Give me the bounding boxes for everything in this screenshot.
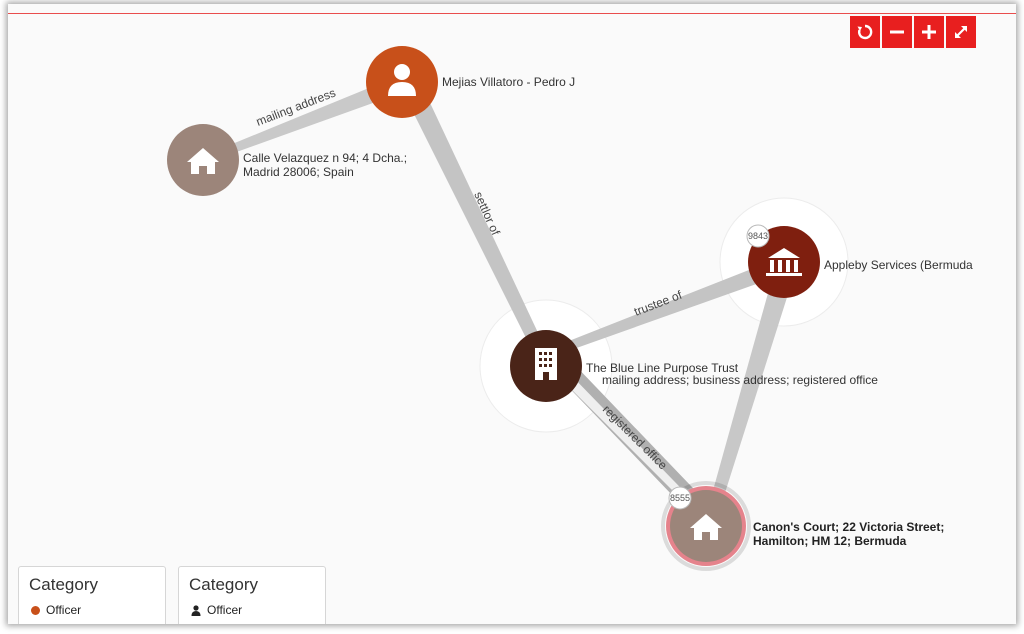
graph-canvas[interactable]: mailing address settlor of trustee of re… — [8, 4, 1016, 624]
intermediary-badge — [746, 224, 770, 248]
node-entity[interactable] — [510, 330, 582, 402]
officer-color-dot — [31, 605, 40, 615]
fullscreen-button[interactable] — [946, 16, 976, 48]
bank-icon — [766, 248, 802, 276]
node-address-madrid[interactable] — [167, 124, 239, 196]
legend-item-label: Officer — [207, 603, 243, 617]
node-label-entity: The Blue Line Purpose Trust — [586, 361, 739, 375]
reset-icon — [857, 24, 873, 40]
node-label-madrid-line1: Calle Velazquez n 94; 4 Dcha.; — [243, 151, 407, 165]
expand-icon — [955, 26, 967, 38]
plus-icon — [922, 25, 936, 39]
address-bermuda-badge — [668, 486, 692, 510]
node-officer[interactable] — [366, 46, 438, 118]
legend-category-color: Category Officer — [18, 566, 166, 624]
zoom-out-button[interactable] — [882, 16, 912, 48]
node-label-intermediary: Appleby Services (Bermuda — [824, 258, 973, 272]
minus-icon — [890, 30, 904, 34]
node-sublabel-entity: mailing address; business address; regis… — [602, 373, 878, 387]
edge-mailing-address[interactable] — [203, 76, 398, 164]
reset-button[interactable] — [850, 16, 880, 48]
zoom-in-button[interactable] — [914, 16, 944, 48]
person-icon — [191, 604, 201, 616]
person-icon — [388, 64, 416, 96]
legend-title: Category — [189, 575, 258, 594]
node-label-bermuda-line2: Hamilton; HM 12; Bermuda — [753, 534, 907, 548]
legend-category-icon: Category Officer — [178, 566, 326, 624]
intermediary-badge-text: 9843 — [748, 231, 768, 241]
node-label-officer: Mejias Villatoro - Pedro J — [442, 75, 575, 89]
top-border-line — [8, 13, 1016, 14]
edge-trustee-of[interactable] — [546, 268, 762, 356]
edge-registered-office[interactable] — [554, 362, 714, 522]
network-graph[interactable]: mailing address settlor of trustee of re… — [8, 4, 1016, 624]
edge-settlor-of[interactable] — [403, 90, 548, 358]
edge-label-registered-office: registered office — [600, 402, 670, 472]
graph-toolbar — [850, 16, 976, 48]
legend-title: Category — [29, 575, 98, 594]
building-icon — [535, 348, 557, 380]
edge-intermediary-to-address[interactable] — [712, 286, 790, 496]
legend-item-officer: Officer — [31, 603, 81, 617]
node-label-madrid-line2: Madrid 28006; Spain — [243, 165, 354, 179]
house-icon — [187, 148, 219, 174]
node-label-bermuda-line1: Canon's Court; 22 Victoria Street; — [753, 520, 944, 534]
node-address-bermuda[interactable]: 8555 — [661, 481, 751, 571]
legend-item-label: Officer — [46, 603, 82, 617]
address-bermuda-badge-text: 8555 — [670, 493, 690, 503]
node-intermediary[interactable]: 9843 — [746, 224, 820, 298]
house-icon — [690, 514, 722, 540]
legend-item-officer: Officer — [191, 603, 242, 617]
